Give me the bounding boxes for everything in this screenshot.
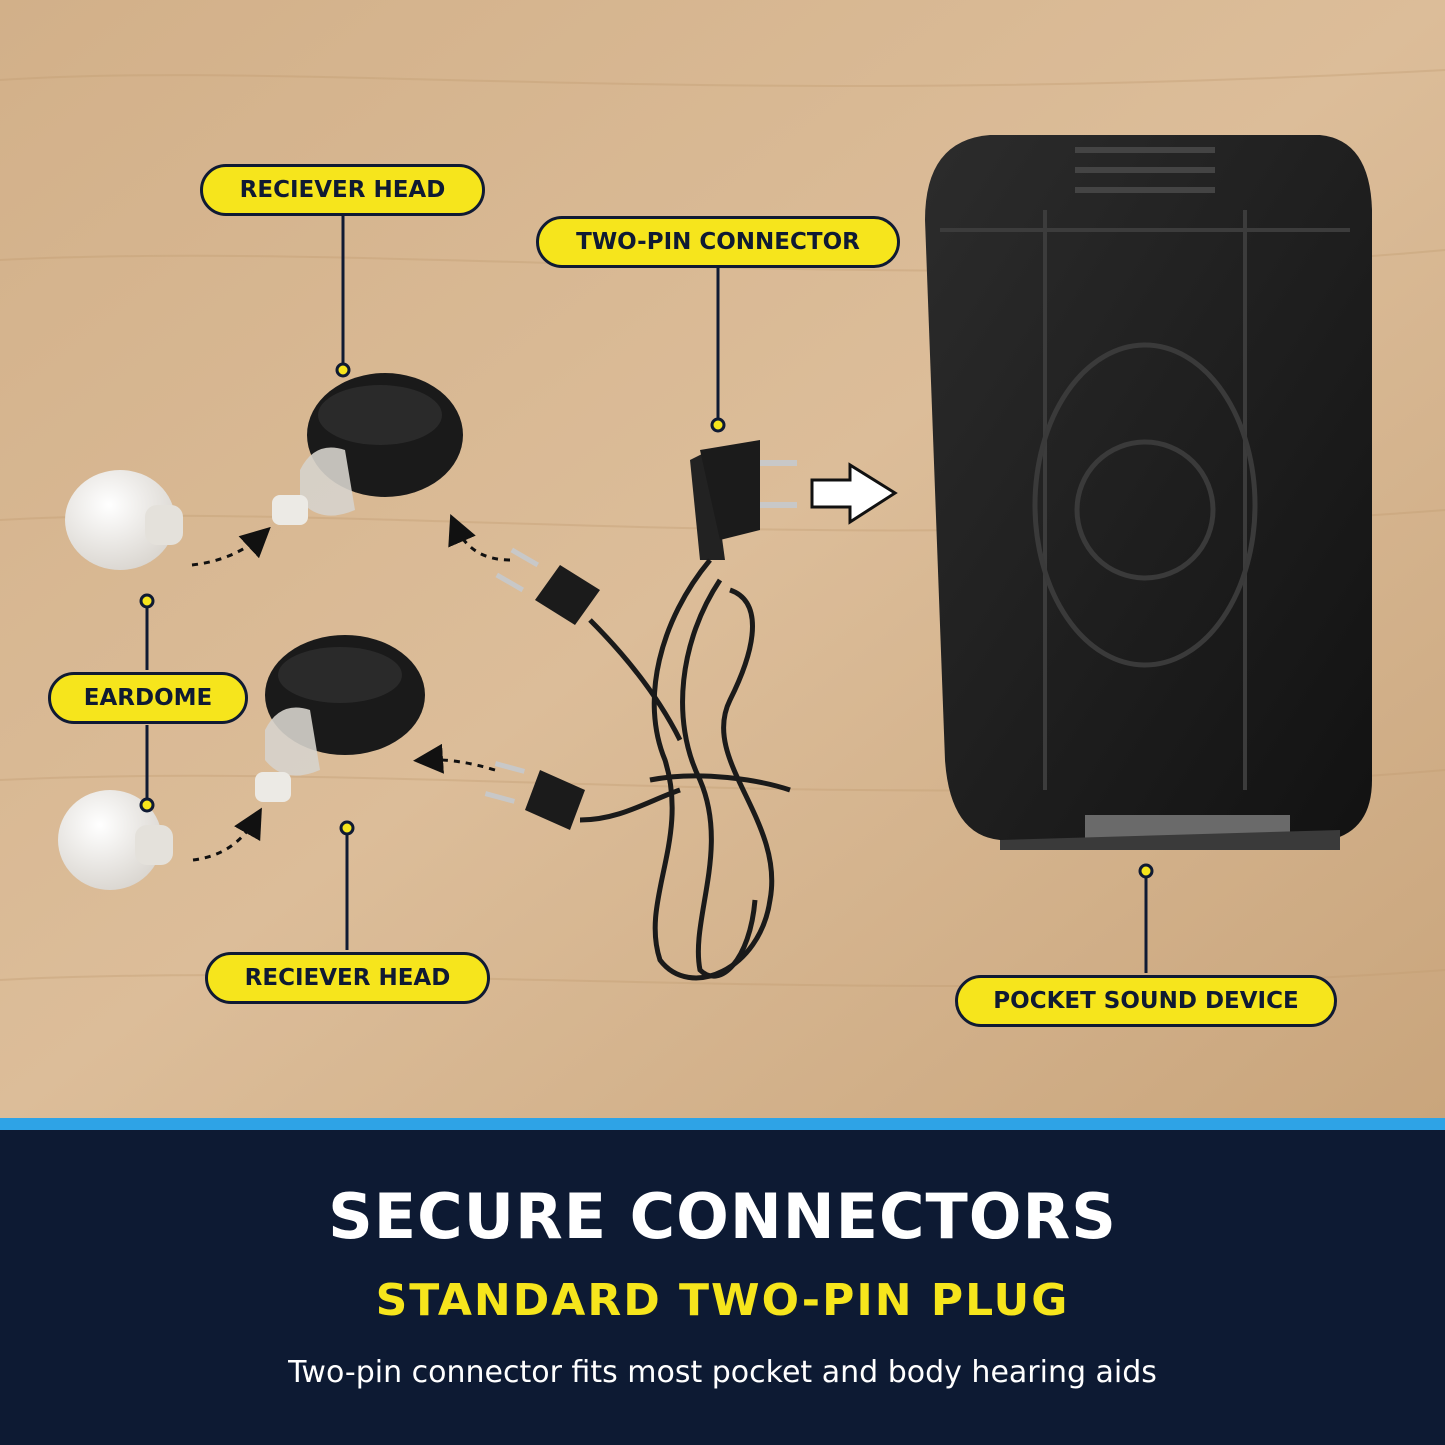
eardome-top-graphic (65, 470, 183, 570)
leader-dots (139, 362, 1154, 879)
label-eardome: EARDOME (48, 672, 248, 724)
leader-lines (145, 215, 1148, 973)
assembly-arrows (191, 513, 511, 862)
accent-line (0, 1118, 1445, 1130)
label-receiver-head-top: RECIEVER HEAD (200, 164, 485, 216)
bottom-banner (0, 1130, 1445, 1445)
product-photo: RECIEVER HEAD TWO-PIN CONNECTOR EARDOME … (0, 0, 1445, 1118)
banner-title: SECURE CONNECTORS (328, 1180, 1117, 1253)
banner-subtitle: STANDARD TWO-PIN PLUG (375, 1275, 1070, 1326)
eardome-bottom-graphic (58, 790, 173, 890)
banner-description: Two-pin connector fits most pocket and b… (288, 1355, 1157, 1390)
receiver-head-top-graphic (272, 373, 463, 525)
receiver-head-bottom-graphic (255, 635, 425, 802)
label-receiver-head-bottom: RECIEVER HEAD (205, 952, 490, 1004)
insert-arrow (810, 462, 898, 525)
two-pin-cable-graphic (484, 440, 797, 981)
pocket-sound-device-graphic (925, 135, 1372, 850)
label-two-pin-connector: TWO-PIN CONNECTOR (536, 216, 900, 268)
label-pocket-sound-device: POCKET SOUND DEVICE (955, 975, 1337, 1027)
